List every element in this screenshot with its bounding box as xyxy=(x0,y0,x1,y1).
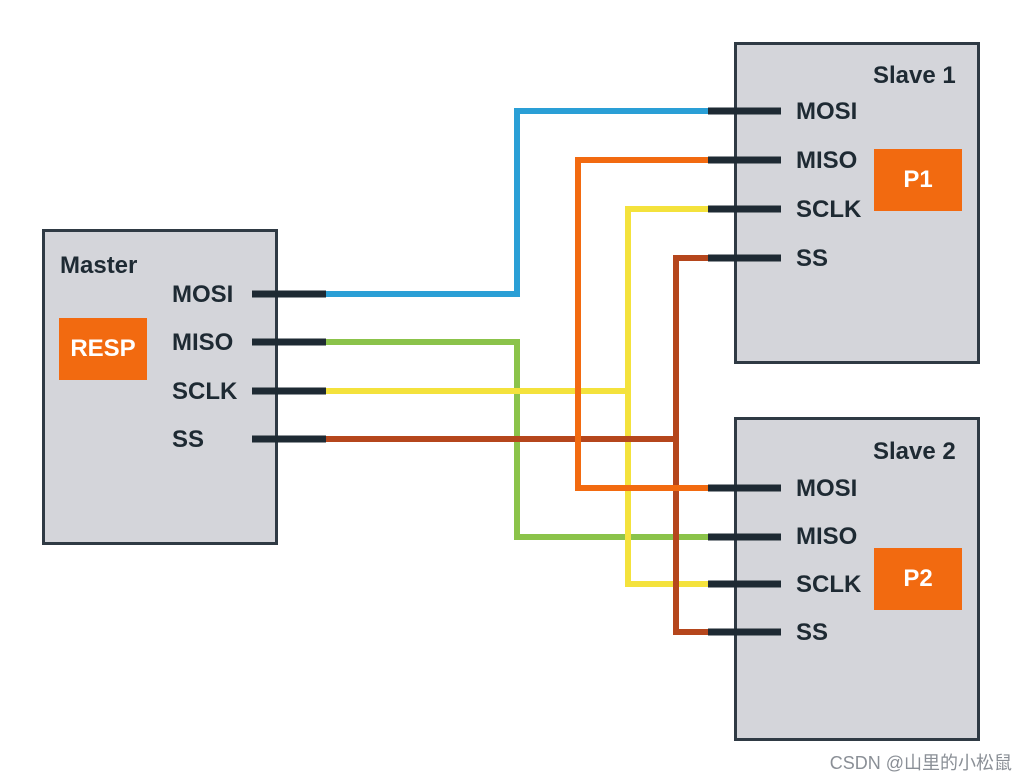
watermark: CSDN @山里的小松鼠 xyxy=(829,753,1012,773)
slave2-pin-miso: MISO xyxy=(796,523,858,550)
master-pin-sclk: SCLK xyxy=(172,378,238,405)
slave1-pin-ss: SS xyxy=(796,245,829,272)
master-pin-ss: SS xyxy=(172,426,205,453)
wire-ss-s1 xyxy=(673,255,708,635)
slave1-pin-mosi: MOSI xyxy=(796,98,858,125)
slave1-pin-miso: MISO xyxy=(796,147,858,174)
wire-s1-miso-s2-mosi xyxy=(575,157,708,491)
wire-sclk-s1 xyxy=(625,206,708,587)
slave2-pin-sclk: SCLK xyxy=(796,571,862,598)
master-box xyxy=(42,229,278,545)
wire-mosi xyxy=(326,108,708,297)
slave2-title: Slave 2 xyxy=(873,438,956,465)
slave2-pin-ss: SS xyxy=(796,619,829,646)
slave1-tag: P1 xyxy=(874,149,962,211)
slave1-pin-sclk: SCLK xyxy=(796,196,862,223)
master-pin-miso: MISO xyxy=(172,329,234,356)
master-pin-mosi: MOSI xyxy=(172,281,234,308)
master-tag: RESP xyxy=(59,318,147,380)
slave2-pin-mosi: MOSI xyxy=(796,475,858,502)
master-title: Master xyxy=(60,252,138,279)
slave2-tag: P2 xyxy=(874,548,962,610)
slave1-title: Slave 1 xyxy=(873,62,956,89)
